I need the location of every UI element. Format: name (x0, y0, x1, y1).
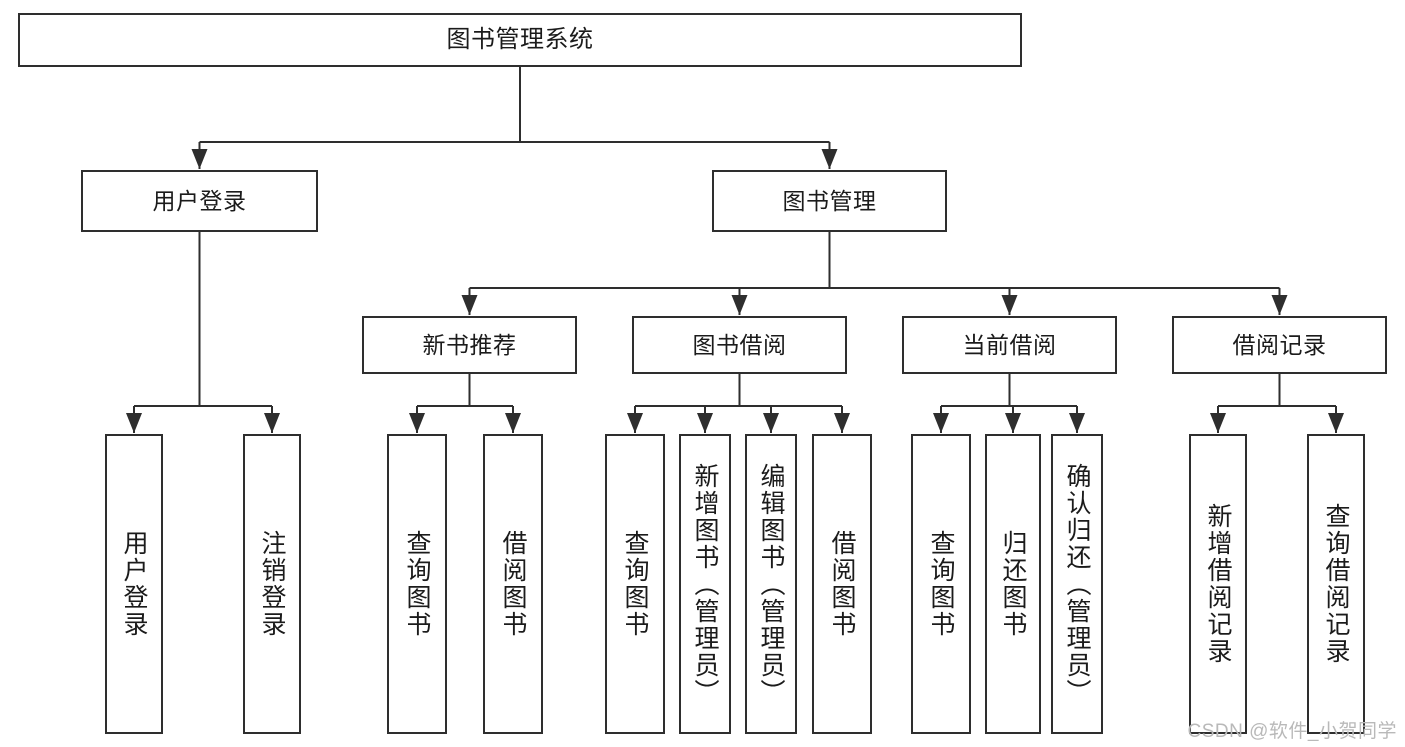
node-book_mgmt[interactable]: 图书管理 (712, 170, 947, 232)
node-label-l_borrow_book2: 借阅图书 (828, 530, 856, 638)
node-l_user_logout[interactable]: 注销登录 (243, 434, 301, 734)
node-l_query_book1[interactable]: 查询图书 (387, 434, 447, 734)
connector-new_rec (409, 374, 521, 433)
node-user_login[interactable]: 用户登录 (81, 170, 318, 232)
node-label-l_add_log: 新增借阅记录 (1204, 503, 1232, 665)
arrowhead-icon (731, 295, 748, 315)
arrowhead-icon (1328, 413, 1344, 433)
node-label-l_user_login: 用户登录 (120, 530, 148, 638)
connector-root (191, 67, 838, 169)
node-borrow_log[interactable]: 借阅记录 (1172, 316, 1387, 374)
arrowhead-icon (505, 413, 521, 433)
node-label-cur_borrow: 当前借阅 (962, 331, 1057, 358)
arrowhead-icon (126, 413, 142, 433)
node-label-new_rec: 新书推荐 (422, 331, 517, 358)
node-l_return_book[interactable]: 归还图书 (985, 434, 1041, 734)
node-l_add_log[interactable]: 新增借阅记录 (1189, 434, 1247, 734)
node-label-root: 图书管理系统 (446, 26, 594, 54)
node-label-l_confirm_ret: 确认归还（管理员） (1063, 462, 1091, 706)
node-label-l_query_log: 查询借阅记录 (1322, 503, 1350, 665)
node-label-book_borrow: 图书借阅 (692, 331, 787, 358)
node-l_query_book2[interactable]: 查询图书 (605, 434, 665, 734)
node-label-l_user_logout: 注销登录 (258, 530, 286, 638)
arrowhead-icon (627, 413, 643, 433)
node-label-book_mgmt: 图书管理 (782, 187, 877, 214)
node-label-l_query_book3: 查询图书 (927, 530, 955, 638)
connector-book_borrow (627, 374, 850, 433)
arrowhead-icon (1210, 413, 1226, 433)
node-cur_borrow[interactable]: 当前借阅 (902, 316, 1117, 374)
arrowhead-icon (1005, 413, 1021, 433)
node-l_edit_book[interactable]: 编辑图书（管理员） (745, 434, 797, 734)
node-label-l_return_book: 归还图书 (999, 530, 1027, 638)
node-label-l_query_book1: 查询图书 (403, 530, 431, 638)
node-l_query_book3[interactable]: 查询图书 (911, 434, 971, 734)
connector-user_login (126, 232, 280, 433)
node-new_rec[interactable]: 新书推荐 (362, 316, 577, 374)
node-l_confirm_ret[interactable]: 确认归还（管理员） (1051, 434, 1103, 734)
arrowhead-icon (697, 413, 713, 433)
connector-book_mgmt (461, 232, 1288, 315)
node-label-l_edit_book: 编辑图书（管理员） (757, 462, 785, 706)
arrowhead-icon (1001, 295, 1018, 315)
arrowhead-icon (821, 149, 838, 169)
node-l_user_login[interactable]: 用户登录 (105, 434, 163, 734)
arrowhead-icon (461, 295, 478, 315)
arrowhead-icon (834, 413, 850, 433)
node-l_borrow_book1[interactable]: 借阅图书 (483, 434, 543, 734)
arrowhead-icon (409, 413, 425, 433)
node-label-l_borrow_book1: 借阅图书 (499, 530, 527, 638)
node-l_borrow_book2[interactable]: 借阅图书 (812, 434, 872, 734)
arrowhead-icon (1069, 413, 1085, 433)
connector-borrow_log (1210, 374, 1344, 433)
arrowhead-icon (1271, 295, 1288, 315)
node-label-l_add_book: 新增图书（管理员） (691, 462, 719, 706)
node-label-l_query_book2: 查询图书 (621, 530, 649, 638)
node-l_add_book[interactable]: 新增图书（管理员） (679, 434, 731, 734)
arrowhead-icon (763, 413, 779, 433)
node-l_query_log[interactable]: 查询借阅记录 (1307, 434, 1365, 734)
arrowhead-icon (264, 413, 280, 433)
node-label-borrow_log: 借阅记录 (1232, 331, 1327, 358)
csdn-watermark: CSDN @软件_小贺同学 (1187, 721, 1397, 742)
arrowhead-icon (933, 413, 949, 433)
connector-cur_borrow (933, 374, 1085, 433)
node-book_borrow[interactable]: 图书借阅 (632, 316, 847, 374)
node-label-user_login: 用户登录 (152, 187, 247, 214)
node-root[interactable]: 图书管理系统 (18, 13, 1022, 67)
arrowhead-icon (191, 149, 208, 169)
